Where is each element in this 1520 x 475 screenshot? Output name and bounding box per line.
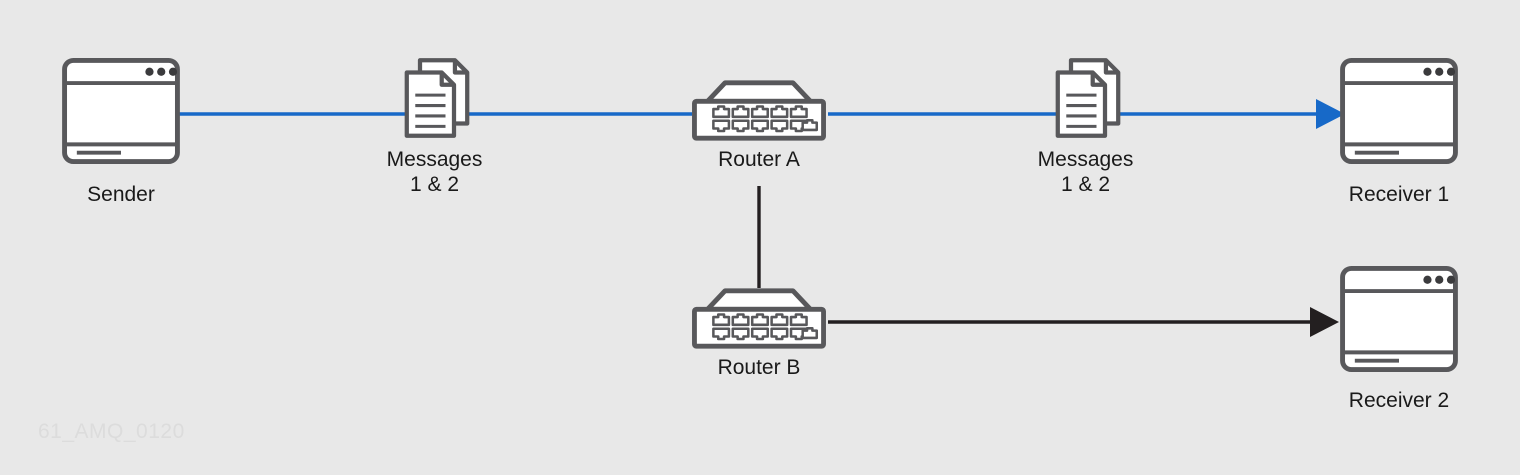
documents-left-icon[interactable] — [407, 60, 467, 136]
documents-right-icon[interactable] — [1058, 60, 1118, 136]
receiver-1-icon[interactable] — [1343, 60, 1456, 161]
router-a-icon[interactable] — [694, 83, 823, 138]
router-b-icon[interactable] — [694, 291, 823, 346]
sender-icon[interactable] — [65, 60, 178, 161]
connection-router-b-to-receiver-2 — [828, 307, 1339, 337]
messages-left-label: Messages 1 & 2 — [352, 147, 517, 197]
watermark-label: 61_AMQ_0120 — [38, 420, 185, 443]
messages-right-line2: 1 & 2 — [1060, 173, 1111, 196]
messages-left-line1: Messages — [386, 148, 483, 171]
messages-right-label: Messages 1 & 2 — [1003, 147, 1168, 197]
messages-left-line2: 1 & 2 — [409, 173, 460, 196]
receiver-2-icon[interactable] — [1343, 268, 1456, 369]
messages-right-line1: Messages — [1037, 148, 1134, 171]
